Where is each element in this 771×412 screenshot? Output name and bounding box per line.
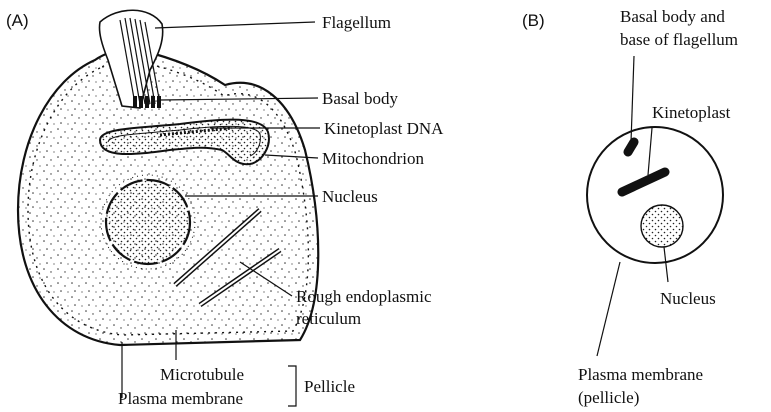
label-basal-b-line2: base of flagellum — [620, 30, 738, 49]
label-rer-line2: reticulum — [296, 309, 361, 328]
label-plasma-membrane: Plasma membrane — [118, 389, 243, 408]
panel-a-tag: (A) — [6, 11, 29, 30]
label-microtubule: Microtubule — [160, 365, 244, 384]
label-pm-b-line1: Plasma membrane — [578, 365, 703, 384]
cross-section — [587, 127, 723, 263]
label-basal-body: Basal body — [322, 89, 399, 108]
label-kinetoplast-b: Kinetoplast — [652, 103, 731, 122]
label-pm-b-line2: (pellicle) — [578, 388, 639, 407]
basal-body-b — [628, 142, 634, 152]
label-kinetoplast-dna: Kinetoplast DNA — [324, 119, 444, 138]
label-flagellum: Flagellum — [322, 13, 391, 32]
panel-b-tag: (B) — [522, 11, 545, 30]
label-basal-b-line1: Basal body and — [620, 7, 725, 26]
label-mitochondrion: Mitochondrion — [322, 149, 424, 168]
label-rer-line1: Rough endoplasmic — [296, 287, 432, 306]
label-nucleus: Nucleus — [322, 187, 378, 206]
nucleus-b — [641, 205, 683, 247]
label-pellicle: Pellicle — [304, 377, 355, 396]
label-nucleus-b: Nucleus — [660, 289, 716, 308]
